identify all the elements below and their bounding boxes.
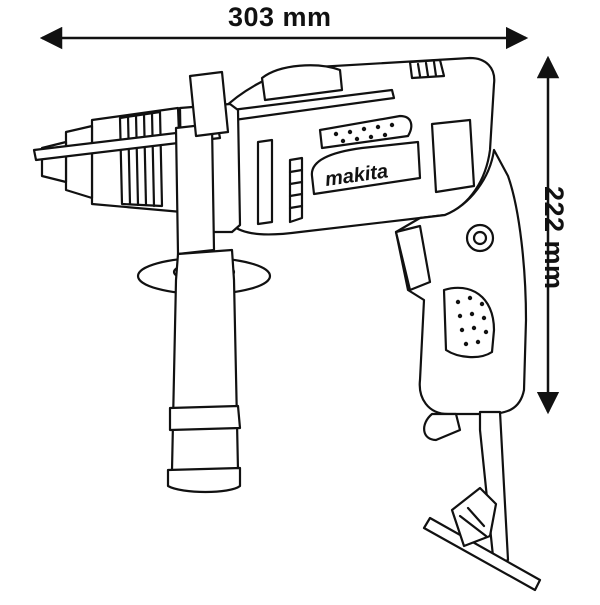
side-handle	[172, 250, 238, 490]
drill-chuck	[42, 108, 182, 212]
vent-grille	[258, 140, 302, 224]
chuck-key	[424, 488, 540, 590]
depth-gauge-rod	[34, 128, 220, 160]
trigger	[396, 226, 430, 290]
width-dimension-label: 303 mm	[228, 2, 332, 32]
rear-handle	[396, 150, 526, 414]
cord-guard	[480, 412, 508, 566]
grip-dots	[333, 122, 489, 347]
top-cover	[262, 65, 342, 100]
side-handle-collar	[176, 124, 214, 254]
height-dimension-label: 222 mm	[539, 186, 569, 290]
brand-plate	[312, 142, 420, 194]
